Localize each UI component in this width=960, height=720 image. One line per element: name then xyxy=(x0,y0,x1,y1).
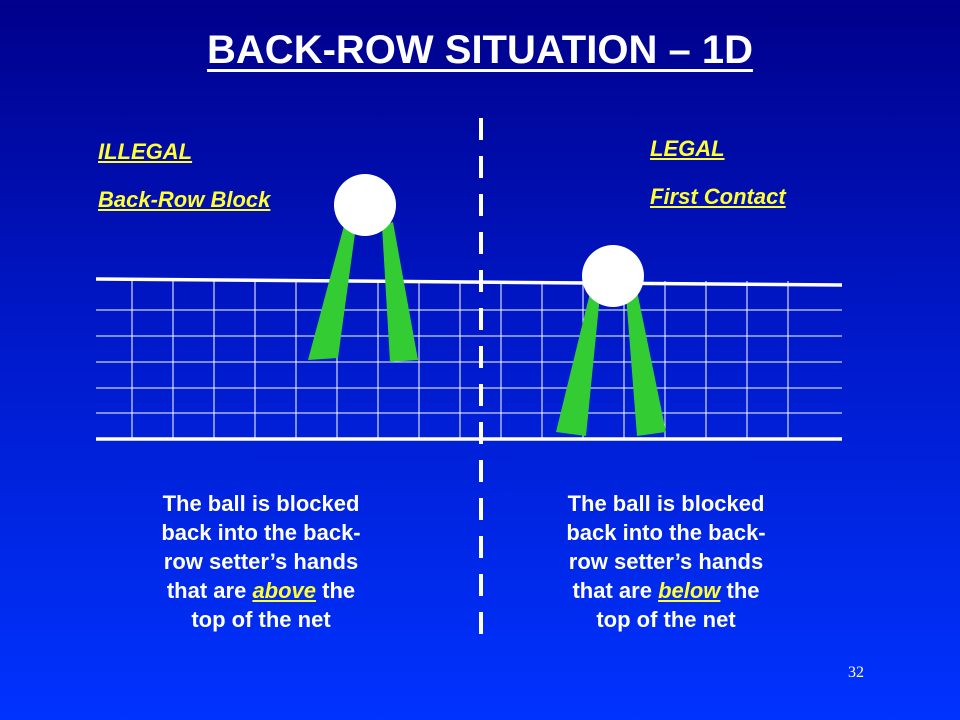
desc-line: top of the net xyxy=(596,607,736,632)
desc-text: that are xyxy=(166,578,253,603)
legal-label: LEGAL xyxy=(650,136,725,161)
right-arm xyxy=(626,291,666,436)
net-grid-horizontals xyxy=(96,309,842,414)
back-row-block-label: Back-Row Block xyxy=(98,187,271,212)
legal-description: The ball is blocked back into the back- … xyxy=(536,489,796,634)
emphasis-above: above xyxy=(252,578,317,603)
illegal-label: ILLEGAL xyxy=(98,139,193,164)
ball xyxy=(582,245,644,307)
desc-line: top of the net xyxy=(191,607,331,632)
first-contact-label: First Contact xyxy=(650,184,786,209)
desc-line: The ball is blocked xyxy=(567,491,765,516)
desc-line: that are below the xyxy=(536,576,796,605)
desc-line: row setter’s hands xyxy=(568,549,764,574)
desc-line: back into the back- xyxy=(566,520,766,545)
left-arm xyxy=(556,293,600,436)
desc-line: row setter’s hands xyxy=(163,549,359,574)
ball xyxy=(334,174,396,236)
desc-line: back into the back- xyxy=(161,520,361,545)
desc-text: that are xyxy=(572,578,659,603)
desc-line: that are above the xyxy=(131,576,391,605)
net-grid-verticals xyxy=(131,281,789,439)
slide-title: BACK-ROW SITUATION – 1D xyxy=(207,28,753,72)
page-number: 32 xyxy=(848,664,864,681)
emphasis-below: below xyxy=(658,578,721,603)
illegal-description: The ball is blocked back into the back- … xyxy=(131,489,391,634)
desc-text: the xyxy=(720,578,760,603)
right-arm xyxy=(382,222,418,362)
net-top-tape xyxy=(95,277,843,287)
desc-text: the xyxy=(316,578,356,603)
desc-line: The ball is blocked xyxy=(162,491,360,516)
left-arm xyxy=(308,222,356,360)
